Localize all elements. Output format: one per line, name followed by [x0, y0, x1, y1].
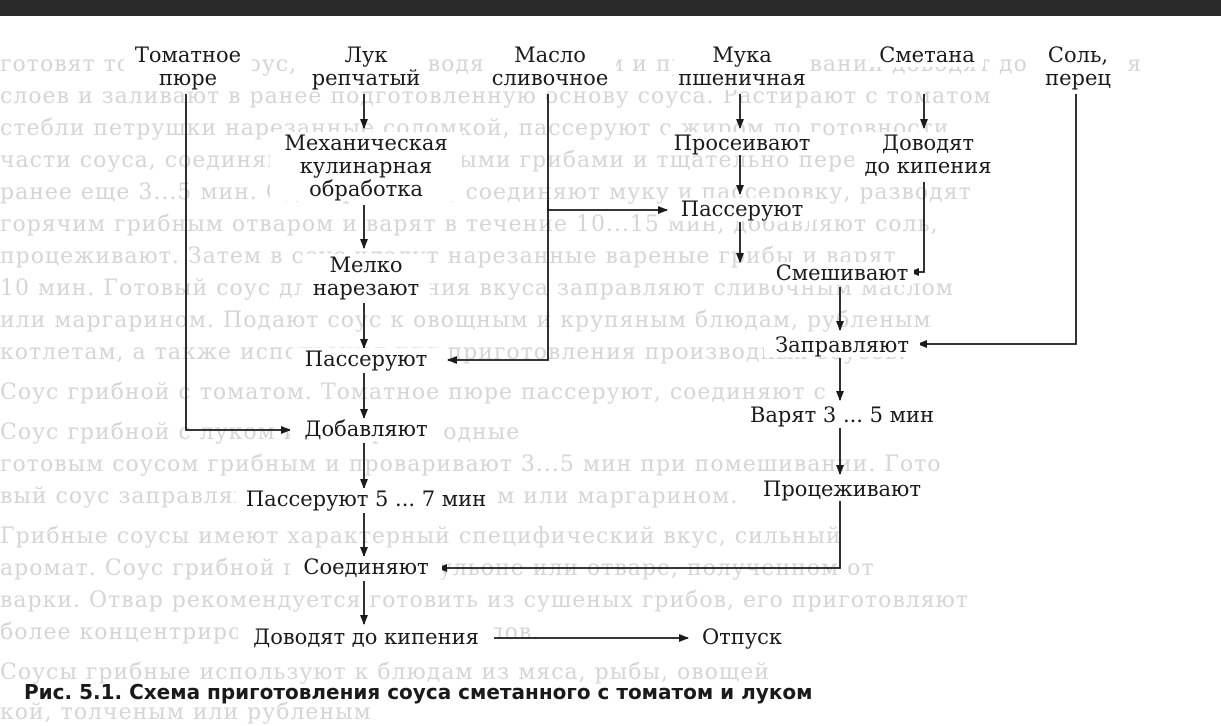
node-bring-to-boil-final: Доводят до кипения	[238, 626, 494, 649]
arrow-salt-to-season	[917, 94, 1077, 348]
node-season: Заправляют	[764, 334, 920, 357]
bleed-through-line: части соуса, соединяют с разведенными гр…	[0, 148, 988, 173]
bleed-through-line: готовым соусом грибным и проваривают 3..…	[0, 452, 942, 477]
bleed-through-line: процеживают. Затем в соус кладут нарезан…	[0, 244, 897, 269]
node-saute-5-7: Пассеруют 5 ... 7 мин	[236, 488, 496, 511]
node-saute-flour: Пассеруют	[670, 198, 814, 221]
arrow-strain-to-combine	[437, 500, 841, 572]
scan-top-band	[0, 0, 1221, 16]
node-sour-cream: Сметана	[870, 44, 984, 67]
node-strain: Процеживают	[754, 478, 930, 501]
arrow-butter-to-saute-onion	[447, 94, 549, 364]
node-boil-3-5: Варят 3 ... 5 мин	[740, 404, 944, 427]
arrow-butter-to-saute-flour	[547, 200, 668, 214]
figure-caption: Рис. 5.1. Схема приготовления соуса смет…	[24, 680, 813, 704]
bleed-through-line: Соус грибной с томатом. Томатное пюре па…	[0, 380, 827, 405]
bleed-through-line: или маргарином. Подают соус к овощным и …	[0, 308, 932, 333]
arrow-boil-to-mix	[909, 182, 925, 276]
node-saute-onion: Пассеруют	[292, 348, 440, 371]
arrow-tomato-to-add	[185, 94, 291, 434]
bleed-through-line: Грибные соусы имеют характерный специфич…	[0, 524, 842, 549]
node-salt-pepper: Соль,перец	[1030, 44, 1126, 90]
node-release: Отпуск	[690, 626, 794, 649]
node-combine: Соединяют	[290, 556, 442, 579]
bleed-through-line: варки. Отвар рекомендуется готовить из с…	[0, 588, 969, 613]
bleed-through-line: кой, толченым или рубленым	[0, 700, 372, 725]
node-sift: Просеивают	[666, 132, 818, 155]
node-add: Добавляют	[290, 418, 442, 441]
bleed-through-line: Соусы грибные используют к блюдам из мяс…	[0, 660, 770, 685]
node-mix: Смешивают	[770, 262, 914, 285]
